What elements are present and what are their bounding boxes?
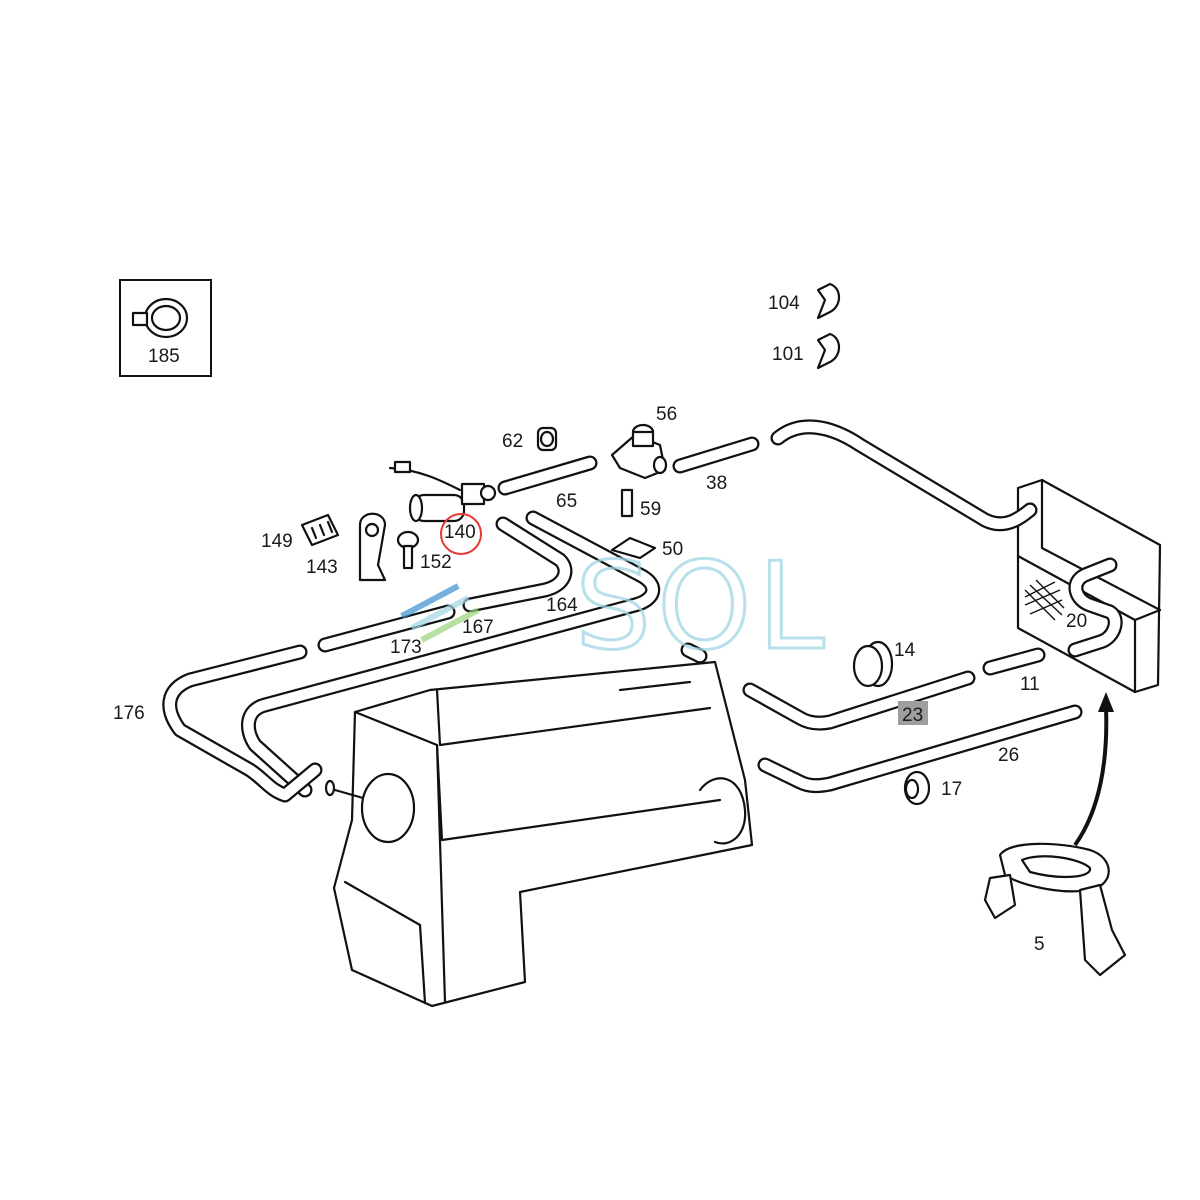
engine-stud <box>324 772 416 844</box>
label-65: 65 <box>556 491 577 512</box>
label-104: 104 <box>768 293 800 314</box>
hoses <box>162 419 1123 803</box>
heater-core-20 <box>1016 478 1162 694</box>
label-176: 176 <box>113 703 145 724</box>
label-17: 17 <box>941 779 962 800</box>
label-50: 50 <box>662 539 683 560</box>
labels: 185 104 101 62 56 38 65 59 50 149 140 14… <box>113 293 1087 955</box>
label-23: 23 <box>902 705 923 726</box>
label-167: 167 <box>462 617 494 638</box>
label-20: 20 <box>1066 611 1087 632</box>
label-14: 14 <box>894 640 916 661</box>
label-38: 38 <box>706 473 727 494</box>
inset-clamp-185 <box>119 279 212 377</box>
engine-block <box>332 660 754 1008</box>
watermark-text: SOL <box>575 538 830 677</box>
label-62: 62 <box>502 431 523 452</box>
label-140: 140 <box>444 522 476 543</box>
pipe-5 <box>983 692 1127 977</box>
label-5: 5 <box>1034 934 1045 955</box>
label-59: 59 <box>640 499 661 520</box>
label-152: 152 <box>420 552 452 573</box>
highlight-circle-140 <box>440 513 482 555</box>
label-149: 149 <box>261 531 293 552</box>
highlight-box-23 <box>898 701 928 725</box>
label-185: 185 <box>148 346 180 367</box>
label-101: 101 <box>772 344 804 365</box>
label-56: 56 <box>656 404 677 425</box>
label-11: 11 <box>1020 674 1040 695</box>
watermark: SOL <box>400 537 830 679</box>
label-26: 26 <box>998 745 1019 766</box>
label-143: 143 <box>306 557 338 578</box>
label-164: 164 <box>546 595 578 616</box>
label-173: 173 <box>390 637 422 658</box>
small-parts <box>300 282 931 806</box>
